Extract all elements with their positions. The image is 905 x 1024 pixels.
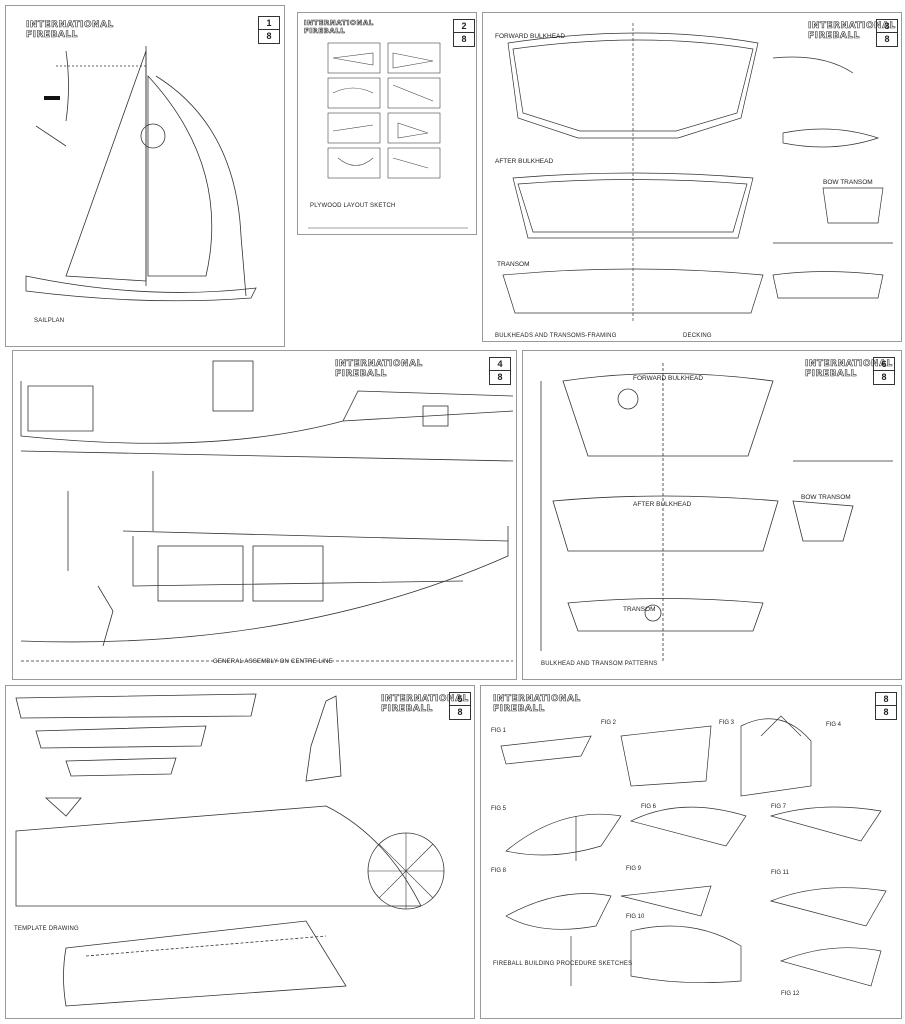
label-forward-bulkhead: FORWARD BULKHEAD [495,33,566,40]
label-after-bulkhead: AFTER BULKHEAD [633,501,692,508]
fig-label: FIG 11 [771,870,789,876]
fig-label: FIG 8 [491,868,507,874]
sheet-caption-decking: DECKING [683,333,712,339]
label-transom: TRANSOM [623,606,656,613]
patterns-drawing [540,363,893,661]
fig-label: FIG 5 [491,806,507,812]
sheet-caption: SAILPLAN [34,318,65,324]
label-bow-transom: BOW TRANSOM [823,179,873,186]
label-after-bulkhead: AFTER BULKHEAD [495,158,554,165]
plywood-layout-drawing [308,42,468,229]
sheet-caption: BULKHEADS AND TRANSOMS-FRAMING [495,333,617,339]
fig-label: FIG 10 [626,914,645,920]
fig-label: FIG 1 [491,728,507,734]
fig-label: FIG 12 [781,991,800,997]
fig-label: FIG 2 [601,720,617,726]
fig-label: FIG 3 [719,720,735,726]
fig-label: FIG 4 [826,722,842,728]
sheet-caption: PLYWOOD LAYOUT SKETCH [310,203,396,209]
label-transom: TRANSOM [497,261,530,268]
sheet-caption: FIREBALL BUILDING PROCEDURE SKETCHES [493,961,633,967]
sheet-caption: TEMPLATE DRAWING [14,926,79,932]
sheet-caption: GENERAL ASSEMBLY ON CENTRE LINE [213,659,333,665]
building-procedure-drawing [500,715,887,987]
sailplan-drawing [25,46,257,302]
template-drawing [15,693,445,1007]
bulkheads-framing-drawing [502,23,893,323]
label-forward-bulkhead: FORWARD BULKHEAD [633,375,704,382]
label-bow-transom: BOW TRANSOM [801,494,851,501]
fig-label: FIG 7 [771,804,787,810]
general-assembly-drawing [20,360,514,662]
sheet-caption: BULKHEAD AND TRANSOM PATTERNS [541,661,658,667]
fig-label: FIG 6 [641,804,657,810]
fig-label: FIG 9 [626,866,642,872]
